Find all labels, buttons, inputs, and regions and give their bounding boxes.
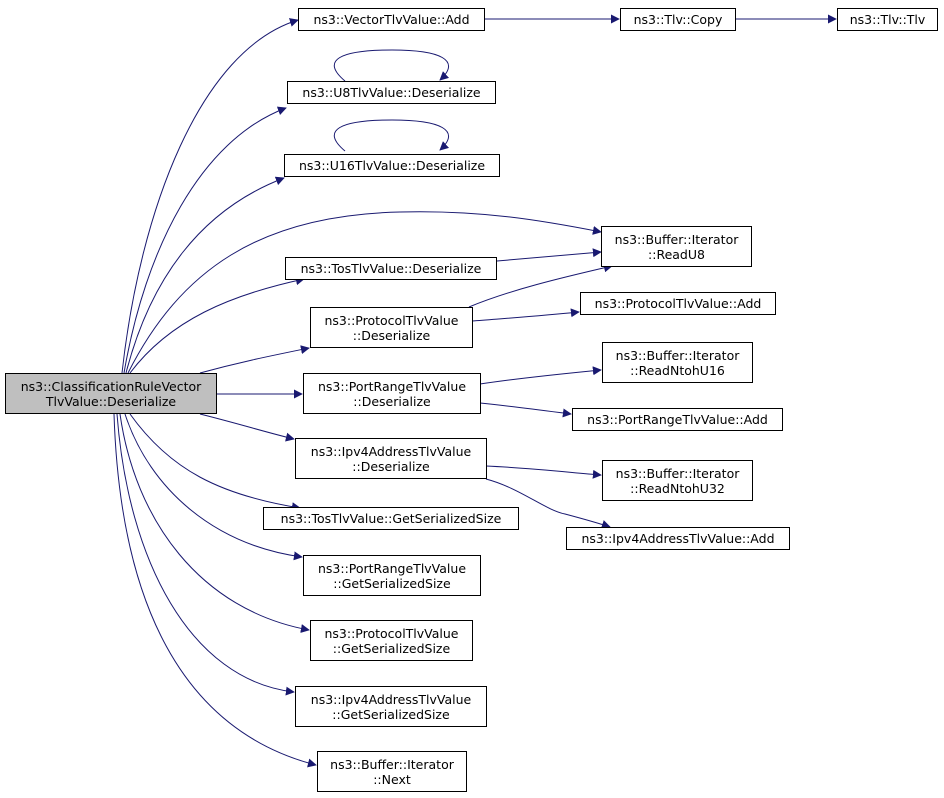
node-u16-tlv-value-deserialize[interactable]: ns3::U16TlvValue::Deserialize [284,154,500,177]
edge-root-ipv4-deser [199,413,295,442]
node-line-1: ns3::TosTlvValue::GetSerializedSize [280,511,502,526]
node-line-2: ::ReadU8 [648,246,705,262]
edge-root-next [113,413,317,768]
node-ipv4-address-tlv-value-get-serialized-size[interactable]: ns3::Ipv4AddressTlvValue::GetSerializedS… [295,686,487,727]
edge-tos-read-u8 [496,248,602,262]
node-line-1: ns3::Tlv::Copy [633,12,723,27]
node-ipv4-address-tlv-value-add[interactable]: ns3::Ipv4AddressTlvValue::Add [566,527,790,550]
edge-proto-add [471,308,580,322]
node-vector-tlv-value-add[interactable]: ns3::VectorTlvValue::Add [298,8,485,31]
node-tlv-tlv[interactable]: ns3::Tlv::Tlv [837,8,938,31]
node-line-2: ::Deserialize [352,458,430,474]
node-line-2: ::GetSerializedSize [333,575,451,591]
node-tlv-copy[interactable]: ns3::Tlv::Copy [620,8,736,31]
node-line-1: ns3::TosTlvValue::Deserialize [300,261,482,276]
node-protocol-tlv-value-add[interactable]: ns3::ProtocolTlvValue::Add [580,292,776,315]
node-line-1: ns3::ProtocolTlvValue [324,312,459,328]
node-port-range-tlv-value-deserialize[interactable]: ns3::PortRangeTlvValue::Deserialize [303,373,481,414]
node-line-2: ::Deserialize [353,393,431,409]
edge-root-tos-deser [129,276,305,374]
node-line-1: ns3::Buffer::Iterator [615,347,740,363]
node-line-1: ns3::Buffer::Iterator [615,465,740,481]
node-line-1: ns3::ClassificationRuleVector [20,378,202,394]
edge-port-read-ntoh16 [479,366,602,385]
node-line-1: ns3::PortRangeTlvValue [317,378,467,394]
edge-u16-self [333,119,450,152]
edge-proto-read-u8 [468,263,613,308]
node-line-1: ns3::PortRangeTlvValue::Add [587,412,768,427]
node-protocol-tlv-value-deserialize[interactable]: ns3::ProtocolTlvValue::Deserialize [310,307,473,348]
node-line-1: ns3::Buffer::Iterator [614,231,739,247]
node-line-1: ns3::U8TlvValue::Deserialize [302,85,481,100]
edge-root-tos-size [129,413,301,512]
node-line-1: ns3::Ipv4AddressTlvValue::Add [581,531,775,546]
node-line-1: ns3::Ipv4AddressTlvValue [310,443,472,459]
edge-u8-self [333,49,450,82]
edge-root-ipv4-size [116,413,295,696]
node-port-range-tlv-value-get-serialized-size[interactable]: ns3::PortRangeTlvValue::GetSerializedSiz… [303,555,481,596]
edge-root-proto-deser [199,345,310,374]
node-line-1: ns3::U16TlvValue::Deserialize [298,158,486,173]
edge-ipv4-read-ntoh32 [485,465,602,479]
node-line-2: ::ReadNtohU16 [630,362,725,378]
node-line-2: ::Next [373,771,411,787]
node-line-2: ::GetSerializedSize [332,640,451,656]
node-line-1: ns3::ProtocolTlvValue [324,625,459,641]
node-buffer-iterator-read-u8[interactable]: ns3::Buffer::Iterator::ReadU8 [601,226,752,267]
node-line-1: ns3::PortRangeTlvValue [317,560,467,576]
edge-root-read-u8 [127,211,602,374]
node-line-2: ::Deserialize [352,327,431,343]
node-protocol-tlv-value-get-serialized-size[interactable]: ns3::ProtocolTlvValue::GetSerializedSize [310,620,473,661]
edge-root-port-size [124,413,303,561]
node-line-1: ns3::Ipv4AddressTlvValue [310,691,472,707]
node-line-1: ns3::ProtocolTlvValue::Add [594,296,762,311]
node-ipv4-address-tlv-value-deserialize[interactable]: ns3::Ipv4AddressTlvValue::Deserialize [295,438,487,479]
edge-root-proto-size [119,413,310,633]
node-buffer-iterator-read-ntoh-u32[interactable]: ns3::Buffer::Iterator::ReadNtohU32 [602,460,753,501]
node-line-2: TlvValue::Deserialize [45,393,177,409]
node-port-range-tlv-value-add[interactable]: ns3::PortRangeTlvValue::Add [572,408,783,431]
edge-root-vector-add [121,18,299,374]
node-buffer-iterator-next[interactable]: ns3::Buffer::Iterator::Next [317,751,467,792]
edge-root-u8-deser [123,106,287,374]
node-tos-tlv-value-deserialize[interactable]: ns3::TosTlvValue::Deserialize [285,257,497,280]
node-buffer-iterator-read-ntoh-u16[interactable]: ns3::Buffer::Iterator::ReadNtohU16 [602,342,753,383]
node-line-2: ::ReadNtohU32 [630,480,725,496]
node-line-1: ns3::VectorTlvValue::Add [313,12,470,27]
edge-root-u16-deser [125,176,285,374]
edge-ipv4-add [485,478,611,529]
edge-port-add [479,402,572,418]
node-line-1: ns3::Tlv::Tlv [849,12,926,27]
node-tos-tlv-value-get-serialized-size[interactable]: ns3::TosTlvValue::GetSerializedSize [263,507,519,530]
node-line-1: ns3::Buffer::Iterator [330,756,454,772]
node-u8-tlv-value-deserialize[interactable]: ns3::U8TlvValue::Deserialize [287,81,496,104]
node-line-2: ::GetSerializedSize [332,706,450,722]
